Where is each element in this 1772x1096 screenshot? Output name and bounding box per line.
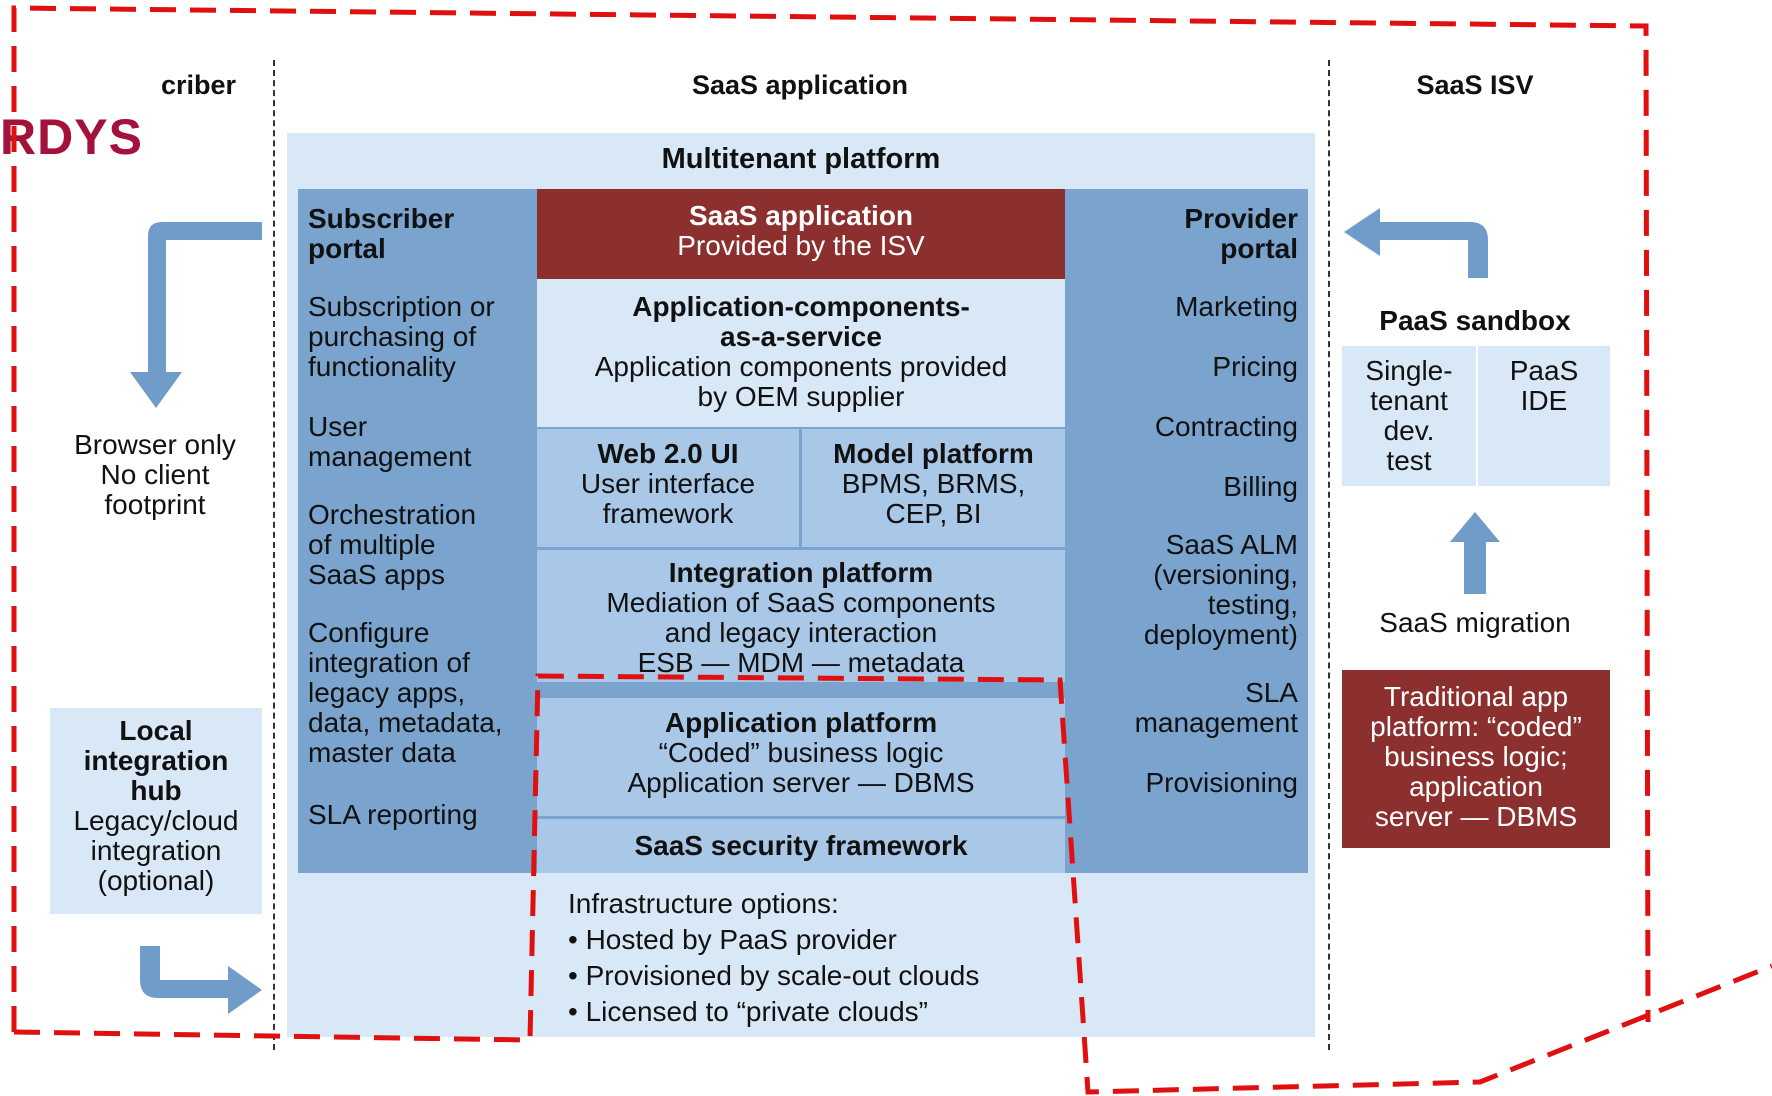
arrow-up-icon bbox=[1450, 512, 1500, 594]
multitenant-platform-title: Multitenant platform bbox=[661, 143, 941, 175]
provider-portal-item: Billing bbox=[1223, 471, 1298, 502]
arrow-right-icon bbox=[140, 946, 262, 1014]
subscriber-portal-item: Orchestration of multiple SaaS apps bbox=[308, 499, 477, 590]
arrow-left-icon bbox=[1344, 208, 1488, 278]
arrow-down-icon bbox=[130, 222, 262, 408]
subscriber-portal-item: Configure integration of legacy apps, da… bbox=[308, 617, 503, 768]
provider-portal-item: Provisioning bbox=[1145, 767, 1298, 798]
subscriber-portal-title: Subscriber portal bbox=[308, 203, 455, 264]
provider-portal-item: Marketing bbox=[1175, 291, 1298, 322]
subscriber-portal-item: Subscription or purchasing of functional… bbox=[308, 291, 495, 382]
security-framework-box: SaaS security framework bbox=[537, 819, 1065, 873]
saas-migration-label: SaaS migration bbox=[1379, 607, 1571, 638]
application-components-box: Application-components- as-a-service App… bbox=[537, 279, 1065, 427]
traditional-app-platform-box: Traditional app platform: “coded” busine… bbox=[1342, 670, 1610, 848]
separator-left bbox=[273, 60, 275, 1050]
subscriber-portal-item: SLA reporting bbox=[308, 799, 478, 830]
web-ui-box: Web 2.0 UI User interface framework bbox=[537, 429, 799, 547]
provider-portal-title: Provider portal bbox=[1184, 203, 1298, 264]
logo-fragment: RDYS bbox=[0, 109, 143, 165]
provider-portal-item: Pricing bbox=[1212, 351, 1298, 382]
column-header-saas-isv: SaaS ISV bbox=[1416, 70, 1534, 100]
provider-portal-item: Contracting bbox=[1154, 411, 1298, 442]
local-integration-hub: Local integration hub Legacy/cloud integ… bbox=[50, 708, 262, 914]
application-platform-box: Application platform “Coded” business lo… bbox=[537, 698, 1065, 816]
paas-sandbox-title: PaaS sandbox bbox=[1379, 305, 1571, 336]
provider-portal-item: SaaS ALM (versioning, testing, deploymen… bbox=[1143, 529, 1298, 650]
column-header-saas-application: SaaS application bbox=[691, 70, 909, 100]
dashed-outline-top bbox=[11, 5, 1651, 1032]
provider-portal-item: SLA management bbox=[1134, 677, 1298, 738]
browser-only-text: Browser only No client footprint bbox=[74, 429, 236, 520]
integration-platform-box: Integration platform Mediation of SaaS c… bbox=[537, 550, 1065, 682]
separator-right bbox=[1328, 60, 1330, 1050]
dashed-outline-left-bottom bbox=[13, 673, 1772, 1095]
column-header-subscriber: criber bbox=[160, 70, 236, 100]
saas-application-box: SaaS application Provided by the ISV bbox=[537, 189, 1065, 279]
single-tenant-box: Single- tenant dev. test bbox=[1342, 346, 1476, 486]
subscriber-portal-item: User management bbox=[308, 411, 472, 472]
infrastructure-options: Infrastructure options: • Hosted by PaaS… bbox=[568, 888, 980, 1027]
model-platform-box: Model platform BPMS, BRMS, CEP, BI bbox=[802, 429, 1065, 547]
paas-ide-box: PaaS IDE bbox=[1478, 346, 1610, 486]
